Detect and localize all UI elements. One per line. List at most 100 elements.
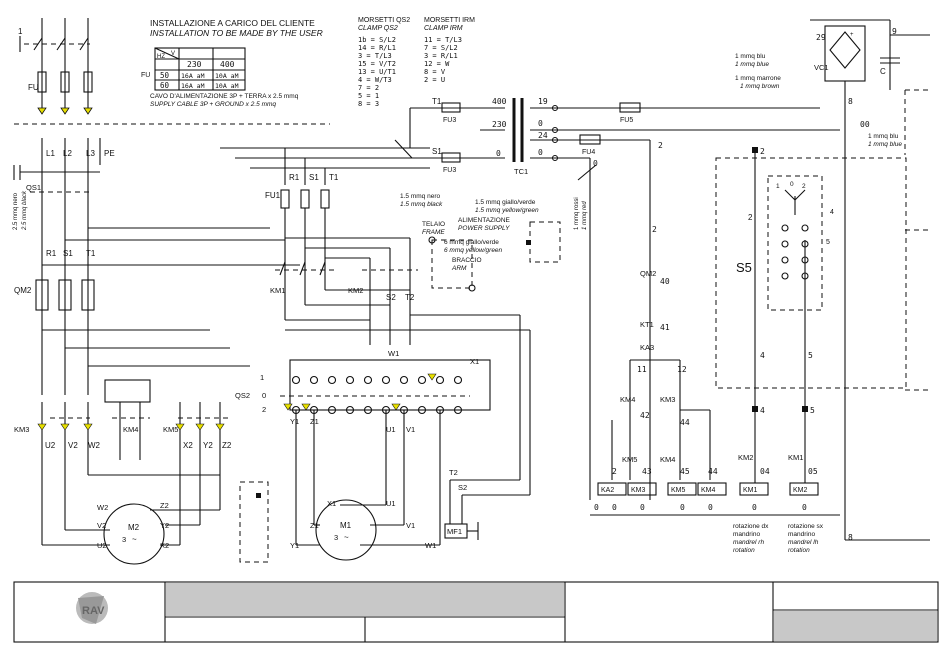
svg-text:Y1: Y1 — [290, 541, 299, 550]
svg-text:KM5: KM5 — [163, 425, 178, 434]
coil-km5 — [667, 482, 697, 496]
svg-text:4: 4 — [830, 209, 834, 216]
svg-text:6 mmq giallo/verde: 6 mmq giallo/verde — [444, 239, 499, 246]
svg-text:KM1: KM1 — [743, 487, 758, 494]
svg-text:KM2: KM2 — [738, 453, 753, 462]
svg-text:11: 11 — [637, 365, 647, 374]
svg-text:W1: W1 — [425, 541, 436, 550]
svg-text:KM4: KM4 — [660, 455, 675, 464]
qs2-switch — [289, 359, 491, 411]
title-block: RAV — [13, 581, 939, 643]
svg-text:TELAIO: TELAIO — [422, 221, 445, 228]
svg-text:L2: L2 — [63, 149, 72, 158]
svg-text:rotazione dx: rotazione dx — [733, 523, 769, 530]
svg-text:1.5 mmq nero: 1.5 mmq nero — [400, 193, 440, 200]
svg-text:FU5: FU5 — [620, 117, 633, 124]
svg-text:3 = R/L1: 3 = R/L1 — [424, 52, 458, 60]
svg-text:X2: X2 — [160, 541, 169, 550]
svg-text:8: 8 — [848, 533, 853, 542]
svg-text:16A aM: 16A aM — [181, 82, 205, 90]
svg-text:QS1: QS1 — [26, 183, 41, 192]
svg-text:RAV: RAV — [82, 605, 105, 617]
svg-text:FU1: FU1 — [265, 191, 281, 200]
svg-text:R1: R1 — [289, 173, 300, 182]
motor-m2 — [103, 503, 165, 565]
svg-text:19: 19 — [538, 97, 548, 106]
svg-text:KM4: KM4 — [123, 425, 138, 434]
svg-text:T2: T2 — [449, 468, 458, 477]
svg-text:U2: U2 — [45, 441, 56, 450]
svg-text:5: 5 — [810, 406, 815, 415]
svg-text:V2: V2 — [68, 441, 78, 450]
svg-text:KT1: KT1 — [640, 320, 654, 329]
coil-km4 — [697, 482, 727, 496]
svg-text:BRACCIO: BRACCIO — [452, 257, 482, 264]
svg-text:1 mmq blue: 1 mmq blue — [735, 61, 769, 68]
svg-text:~: ~ — [344, 533, 349, 542]
svg-text:1 mmq blue: 1 mmq blue — [868, 141, 902, 148]
svg-text:04: 04 — [760, 467, 770, 476]
svg-text:X1: X1 — [470, 357, 479, 366]
svg-text:KA2: KA2 — [601, 487, 614, 494]
pin-label: 1 — [18, 27, 23, 36]
svg-text:KM1: KM1 — [788, 453, 803, 462]
svg-text:41: 41 — [660, 323, 670, 332]
svg-text:KM4: KM4 — [620, 395, 635, 404]
svg-text:2: 2 — [652, 225, 657, 234]
svg-text:PE: PE — [104, 149, 115, 158]
svg-text:W1: W1 — [388, 349, 399, 358]
svg-text:2 = U: 2 = U — [424, 76, 445, 84]
svg-text:2.5 mmq black: 2.5 mmq black — [22, 190, 28, 231]
svg-text:29: 29 — [816, 33, 826, 42]
motor-m1 — [315, 499, 377, 561]
svg-text:U2: U2 — [97, 541, 107, 550]
coil-km2 — [789, 482, 819, 496]
svg-text:QM2: QM2 — [14, 286, 32, 295]
svg-text:ARM: ARM — [451, 265, 467, 272]
svg-text:Z2: Z2 — [222, 441, 232, 450]
svg-text:mandrino: mandrino — [733, 531, 760, 538]
svg-text:Y1: Y1 — [290, 417, 299, 426]
svg-text:05: 05 — [808, 467, 818, 476]
main-switch-block: 1 FU — [18, 18, 93, 115]
svg-text:T1: T1 — [329, 173, 339, 182]
fu-label: FU — [28, 83, 39, 92]
svg-text:1.5 mmq giallo/verde: 1.5 mmq giallo/verde — [475, 199, 536, 206]
svg-text:5: 5 — [826, 239, 830, 246]
svg-text:S1: S1 — [309, 173, 319, 182]
coil-ka2 — [597, 482, 627, 496]
svg-text:M2: M2 — [128, 523, 140, 532]
coil-km1 — [739, 482, 769, 496]
svg-text:2: 2 — [802, 183, 806, 190]
svg-text:Y2: Y2 — [203, 441, 213, 450]
svg-text:8: 8 — [848, 97, 853, 106]
svg-text:KM3: KM3 — [631, 487, 646, 494]
svg-text:0: 0 — [790, 181, 794, 188]
svg-text:M1: M1 — [340, 521, 352, 530]
svg-text:TC1: TC1 — [514, 167, 528, 176]
svg-text:U1: U1 — [386, 425, 396, 434]
svg-text:FU3: FU3 — [443, 167, 456, 174]
svg-text:6 mmq yellow/green: 6 mmq yellow/green — [444, 247, 503, 254]
svg-text:8 = 3: 8 = 3 — [358, 100, 379, 108]
svg-text:CLAMP IRM: CLAMP IRM — [424, 25, 463, 32]
svg-text:MORSETTI IRM: MORSETTI IRM — [424, 17, 475, 24]
svg-text:4: 4 — [760, 351, 765, 360]
svg-text:Z1: Z1 — [310, 521, 319, 530]
svg-text:rotation: rotation — [788, 547, 810, 554]
svg-text:KA3: KA3 — [640, 343, 654, 352]
svg-text:1 mmq blu: 1 mmq blu — [868, 133, 899, 140]
svg-text:7 = 2: 7 = 2 — [358, 84, 379, 92]
svg-text:V2: V2 — [97, 521, 106, 530]
transformer-section: T1 S1 FU3 FU3 400 230 0 TC1 19 0 24 0 FU… — [394, 19, 930, 554]
installation-note: INSTALLAZIONE A CARICO DEL CLIENTE INSTA… — [141, 18, 323, 108]
svg-text:1b = S/L2: 1b = S/L2 — [358, 36, 396, 44]
svg-text:Y2: Y2 — [160, 521, 169, 530]
svg-text:1 mmq red: 1 mmq red — [582, 201, 588, 230]
svg-text:0: 0 — [594, 503, 599, 512]
svg-text:24: 24 — [538, 131, 548, 140]
revision-cell-grey — [774, 611, 937, 641]
svg-text:T1: T1 — [432, 97, 442, 106]
svg-text:0: 0 — [640, 503, 645, 512]
svg-text:10A aM: 10A aM — [215, 72, 239, 80]
